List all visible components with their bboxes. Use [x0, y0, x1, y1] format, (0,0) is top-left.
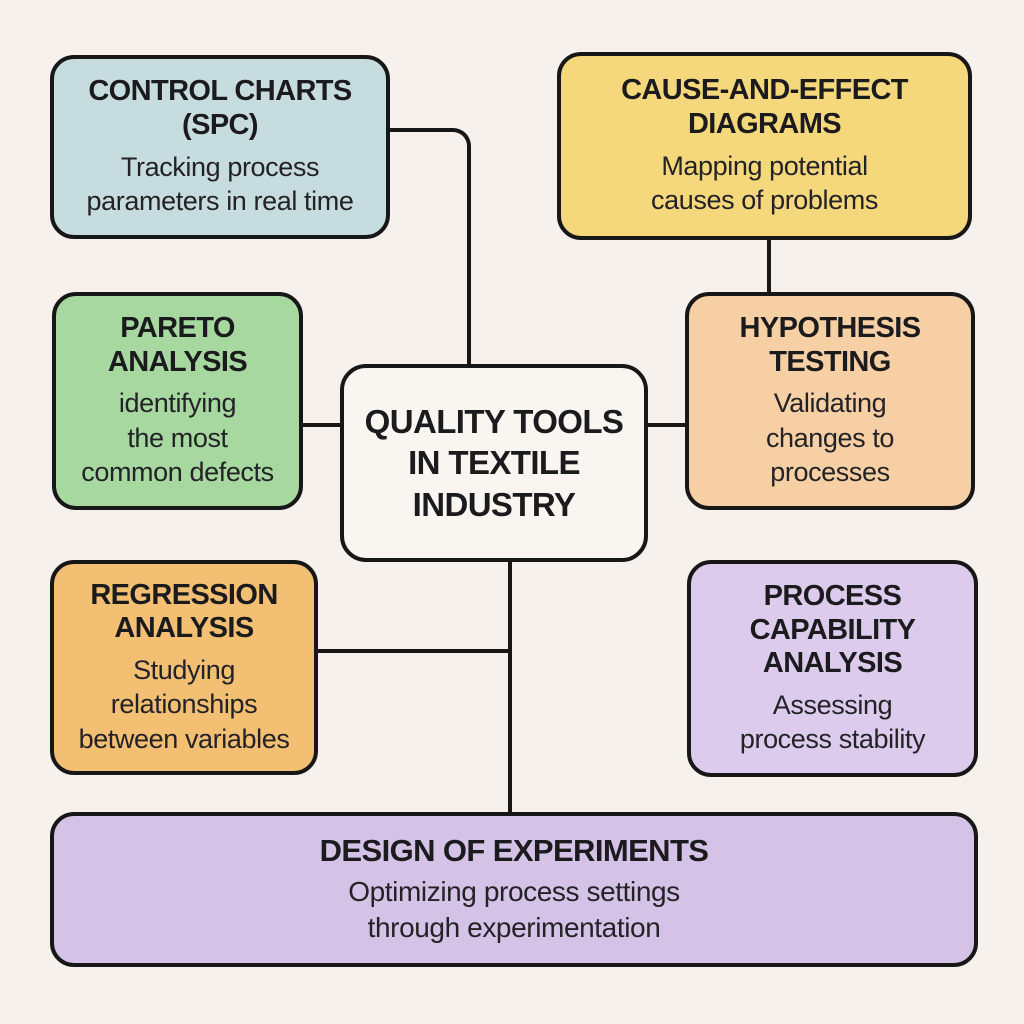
connector-pareto-to-center [301, 423, 342, 427]
node-cause-and-effect-diagrams: CAUSE-AND-EFFECT DIAGRAMS Mapping potent… [557, 52, 972, 240]
connector-regression-to-trunk [316, 649, 512, 653]
node-quality-tools-center: QUALITY TOOLS IN TEXTILE INDUSTRY [340, 364, 648, 562]
node-title: CAUSE-AND-EFFECT DIAGRAMS [621, 74, 908, 140]
connector-control-charts-to-center [390, 128, 471, 370]
node-title: DESIGN OF EXPERIMENTS [319, 833, 709, 869]
node-design-of-experiments: DESIGN OF EXPERIMENTS Optimizing process… [50, 812, 978, 967]
node-description: Validating changes to processes [765, 388, 895, 488]
node-control-charts-spc: CONTROL CHARTS (SPC) Tracking process pa… [50, 55, 390, 239]
node-process-capability-analysis: PROCESS CAPABILITY ANALYSIS Assessing pr… [687, 560, 978, 777]
node-title: CONTROL CHARTS (SPC) [88, 75, 352, 141]
node-description: Tracking process parameters in real time [86, 151, 354, 217]
node-description: identifying the most common defects [81, 388, 274, 488]
node-description: Studying relationships between variables [78, 654, 290, 754]
node-title: PROCESS CAPABILITY ANALYSIS [749, 580, 916, 680]
node-title: HYPOTHESIS TESTING [739, 312, 922, 378]
diagram-central-title: QUALITY TOOLS IN TEXTILE INDUSTRY [364, 403, 624, 523]
node-hypothesis-testing: HYPOTHESIS TESTING Validating changes to… [685, 292, 975, 510]
connector-cause-effect-to-hypothesis [767, 238, 771, 296]
node-regression-analysis: REGRESSION ANALYSIS Studying relationshi… [50, 560, 318, 775]
connector-center-to-design-of-experiments [508, 560, 512, 814]
node-pareto-analysis: PARETO ANALYSIS identifying the most com… [52, 292, 303, 510]
node-description: Mapping potential causes of problems [651, 150, 878, 216]
node-title: REGRESSION ANALYSIS [90, 578, 278, 645]
node-title: PARETO ANALYSIS [107, 312, 248, 378]
connector-center-to-hypothesis [646, 423, 687, 427]
node-description: Assessing process stability [739, 689, 926, 755]
node-description: Optimizing process settings through expe… [348, 876, 680, 943]
